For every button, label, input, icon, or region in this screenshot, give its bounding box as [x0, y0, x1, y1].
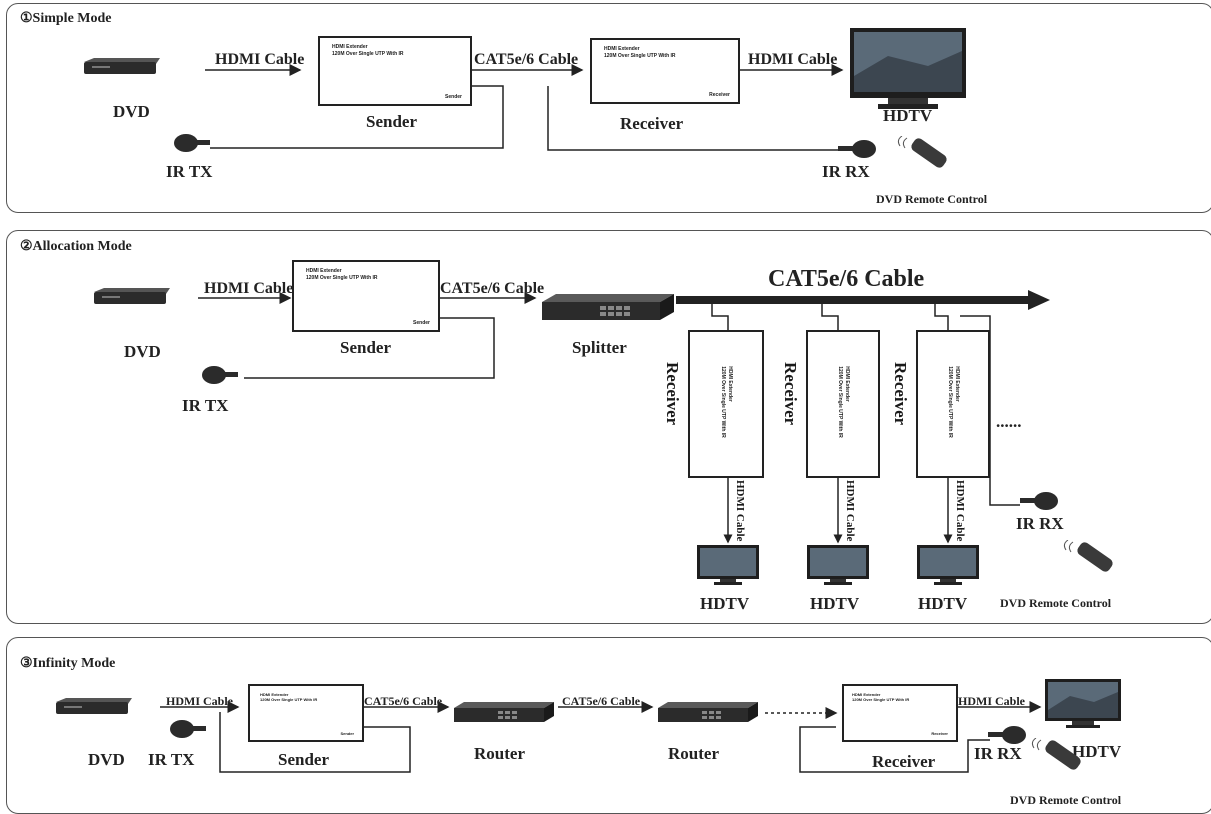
- p2-trunk-drop-2: [821, 300, 839, 330]
- hdtv-icon: [697, 545, 759, 585]
- p3-dvd-label: DVD: [88, 750, 125, 769]
- p2-receiver-box-2-text: HDMI Extender 120M Over Single UTP With …: [837, 366, 850, 438]
- p1-irrx-label: IR RX: [822, 162, 870, 181]
- p2-receiver-box-3: HDMI Extender 120M Over Single UTP With …: [916, 330, 990, 478]
- remote-control-icon: [1063, 540, 1113, 572]
- p3-hdmi-cable-label: HDMI Cable: [166, 694, 233, 708]
- ir-receiver-icon: [988, 726, 1026, 744]
- p2-sender-box-text: HDMI Extender 120M Over Single UTP With …: [306, 268, 378, 281]
- p3-sender-box-foot: Sender: [340, 731, 354, 736]
- p2-irrx-branch: [960, 315, 1020, 506]
- hdtv-icon: [807, 545, 869, 585]
- p2-more-receivers-ellipsis: ......: [996, 412, 1022, 431]
- p1-sender-label: Sender: [366, 112, 417, 131]
- p3-sender-box: HDMI Extender 120M Over Single UTP With …: [248, 684, 364, 742]
- infinity-mode-title: ③Infinity Mode: [20, 656, 116, 671]
- p1-receiver-label: Receiver: [620, 114, 684, 133]
- p3-irrx-label: IR RX: [974, 744, 1022, 763]
- p3-irtx-label: IR TX: [148, 750, 195, 769]
- network-switch-icon: [542, 294, 674, 320]
- p2-receiver-box-3-text: HDMI Extender 120M Over Single UTP With …: [947, 366, 960, 438]
- hdtv-icon: [850, 28, 966, 109]
- p3-hdtv-label: HDTV: [1072, 742, 1122, 761]
- p3-receiver-box: HDMI Extender 120M Over Single UTP With …: [842, 684, 958, 742]
- hdtv-icon: [1045, 679, 1121, 728]
- p3-router-label-1: Router: [474, 744, 525, 763]
- p1-hdmi-cable-label-2: HDMI Cable: [748, 51, 838, 68]
- p3-receiver-box-text: HDMI Extender 120M Over Single UTP With …: [852, 692, 910, 702]
- p2-irrx-label: IR RX: [1016, 514, 1064, 533]
- p2-hdtv-label-1: HDTV: [700, 594, 750, 613]
- p1-remote-label: DVD Remote Control: [876, 192, 988, 206]
- p2-hdmi-cable-vertical-3: HDMI Cable: [954, 480, 966, 542]
- p2-dvd-label: DVD: [124, 342, 161, 361]
- p2-receiver-box-2: HDMI Extender 120M Over Single UTP With …: [806, 330, 880, 478]
- p1-sender-box-text: HDMI Extender 120M Over Single UTP With …: [332, 44, 404, 57]
- simple-mode-title: ①Simple Mode: [20, 11, 112, 26]
- p1-dvd-label: DVD: [113, 102, 150, 121]
- p1-hdtv-label: HDTV: [883, 106, 933, 125]
- p3-sender-label: Sender: [278, 750, 329, 769]
- p2-remote-label: DVD Remote Control: [1000, 596, 1112, 610]
- p2-sender-box: HDMI Extender 120M Over Single UTP With …: [292, 260, 440, 332]
- ir-transmitter-icon: [202, 366, 238, 384]
- ir-receiver-icon: [838, 140, 876, 158]
- p1-hdmi-cable-label: HDMI Cable: [215, 51, 305, 68]
- p1-receiver-box-foot: Receiver: [709, 92, 730, 98]
- p1-irtx-label: IR TX: [166, 162, 213, 181]
- p2-hdmi-cable-label: HDMI Cable: [204, 280, 294, 297]
- p3-sender-box-text: HDMI Extender 120M Over Single UTP With …: [260, 692, 318, 702]
- allocation-mode-title: ②Allocation Mode: [20, 239, 132, 254]
- p2-trunk-drop-1: [711, 300, 729, 330]
- p2-receiver-box-1: HDMI Extender 120M Over Single UTP With …: [688, 330, 764, 478]
- p3-remote-label: DVD Remote Control: [1010, 793, 1122, 807]
- hdtv-icon: [917, 545, 979, 585]
- remote-control-icon: [897, 136, 947, 168]
- p1-sender-box-foot: Sender: [445, 94, 462, 100]
- p1-irrx-line: [547, 86, 838, 151]
- p2-cat-cable-label: CAT5e/6 Cable: [440, 280, 545, 297]
- p1-sender-box: HDMI Extender 120M Over Single UTP With …: [318, 36, 472, 106]
- p1-receiver-box-text: HDMI Extender 120M Over Single UTP With …: [604, 46, 676, 59]
- p3-router-label-2: Router: [668, 744, 719, 763]
- dvd-player-icon: [56, 698, 132, 714]
- p2-sender-box-foot: Sender: [413, 320, 430, 326]
- p2-hdmi-cable-vertical-2: HDMI Cable: [844, 480, 856, 542]
- p1-receiver-box: HDMI Extender 120M Over Single UTP With …: [590, 38, 740, 104]
- p2-irtx-line: [244, 317, 495, 379]
- ir-receiver-icon: [1020, 492, 1058, 510]
- p2-receiver-label-3: Receiver: [891, 362, 910, 426]
- p3-irrx-line: [799, 726, 990, 773]
- p3-irtx-line: [219, 712, 411, 773]
- p2-hdtv-label-3: HDTV: [918, 594, 968, 613]
- ir-transmitter-icon: [174, 134, 210, 152]
- dvd-player-icon: [84, 58, 160, 74]
- p2-cat-cable-big-label: CAT5e/6 Cable: [768, 266, 925, 292]
- p2-receiver-label-1: Receiver: [663, 362, 682, 426]
- p2-sender-label: Sender: [340, 338, 391, 357]
- infinity-mode-panel: [6, 637, 1211, 814]
- p2-trunk-drop-3: [934, 300, 949, 330]
- p3-hdmi-cable-label-2: HDMI Cable: [958, 694, 1025, 708]
- p3-cat-cable-label-2: CAT5e/6 Cable: [562, 694, 641, 708]
- dvd-player-icon: [94, 288, 170, 304]
- p3-cat-cable-label-1: CAT5e/6 Cable: [364, 694, 443, 708]
- p2-irtx-label: IR TX: [182, 396, 229, 415]
- p1-irtx-line: [210, 85, 504, 149]
- p2-trunk-arrowhead: [1028, 290, 1050, 310]
- remote-control-icon: [1031, 738, 1081, 770]
- network-switch-icon: [658, 702, 758, 722]
- ir-transmitter-icon: [170, 720, 206, 738]
- p3-receiver-box-foot: Receiver: [931, 731, 948, 736]
- network-switch-icon: [454, 702, 554, 722]
- p2-hdmi-cable-vertical-1: HDMI Cable: [734, 480, 746, 542]
- p2-hdtv-label-2: HDTV: [810, 594, 860, 613]
- p2-receiver-label-2: Receiver: [781, 362, 800, 426]
- p3-receiver-label: Receiver: [872, 752, 936, 771]
- p1-cat-cable-label: CAT5e/6 Cable: [474, 51, 579, 68]
- p2-splitter-label: Splitter: [572, 338, 627, 357]
- p2-receiver-box-1-text: HDMI Extender 120M Over Single UTP With …: [720, 366, 733, 438]
